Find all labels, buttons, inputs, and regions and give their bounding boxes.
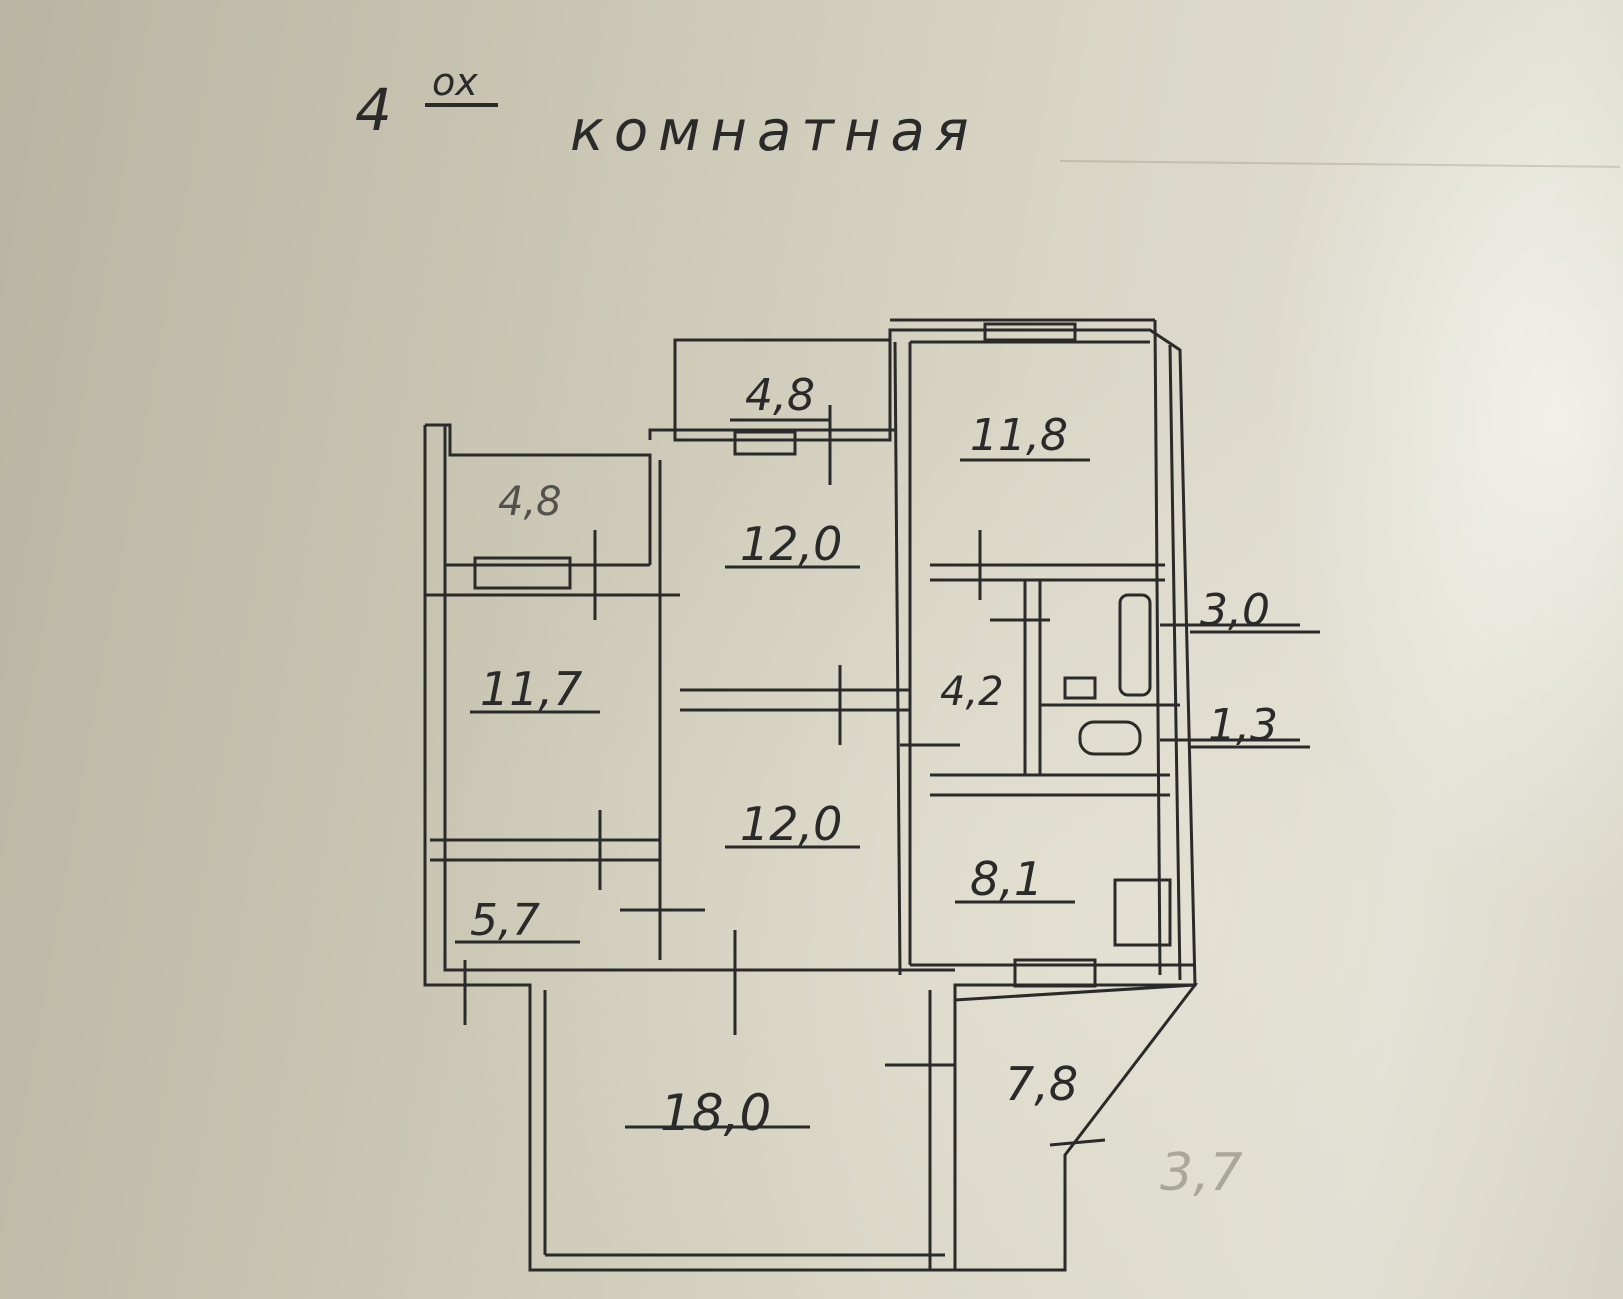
- outer-wall-line-a: [423, 328, 1197, 1272]
- heading-number: 4: [355, 76, 392, 144]
- plan-heading: 4 ох комнатная: [355, 60, 979, 164]
- corridor-wall-left: [893, 341, 902, 976]
- leader-lines: [1049, 623, 1300, 1147]
- heading-superscript: ох: [432, 60, 478, 104]
- room-label-room-left: 11,7: [480, 662, 582, 716]
- stove-fixture: [1113, 878, 1172, 947]
- room-label-closet: 5,7: [470, 895, 540, 946]
- room-label-loggia-top: 4,8: [745, 370, 815, 421]
- outer-wall-line-b: [443, 425, 955, 972]
- room-label-toilet: 1,3: [1208, 700, 1278, 751]
- room-labels: 4,8 4,8 11,8 12,0 11,7 3,0 4,2 1,3 12,0 …: [470, 370, 1278, 1142]
- loggia-top-frame: [648, 428, 895, 440]
- kitchen-window: [1013, 958, 1097, 988]
- room-label-loggia-left: 4,8: [498, 479, 562, 525]
- room-label-living-room: 18,0: [660, 1084, 771, 1142]
- top-right-window: [983, 322, 1077, 342]
- loggia-left-frame: [425, 423, 652, 565]
- loggia-top-window: [733, 430, 797, 456]
- room-label-room-middle-top: 12,0: [740, 517, 842, 571]
- room-label-room-middle-bottom: 12,0: [740, 797, 842, 851]
- room-label-bedroom-top-right: 11,8: [970, 410, 1068, 461]
- sink-fixture: [1063, 676, 1097, 700]
- right-wall-outer-2: [1168, 344, 1182, 981]
- pencil-notes: 3,7: [1160, 1143, 1243, 1203]
- label-underlines: [455, 418, 1320, 1129]
- walls: [423, 318, 1199, 1272]
- room-label-kitchen: 8,1: [970, 852, 1043, 906]
- bathtub-fixture: [1118, 593, 1152, 697]
- heading-word: комнатная: [570, 99, 979, 164]
- room-label-bathroom: 3,0: [1200, 585, 1270, 636]
- room-label-balcony: 7,8: [1005, 1057, 1078, 1111]
- toilet-fixture: [1078, 720, 1142, 756]
- balcony-outline: [954, 983, 1199, 1272]
- pencil-note-balcony: 3,7: [1160, 1143, 1243, 1203]
- loggia-left-window: [473, 556, 572, 590]
- leader-balcony-note: [1049, 1138, 1106, 1147]
- right-wall-outer: [1153, 319, 1162, 976]
- room-label-hall: 4,2: [940, 669, 1004, 715]
